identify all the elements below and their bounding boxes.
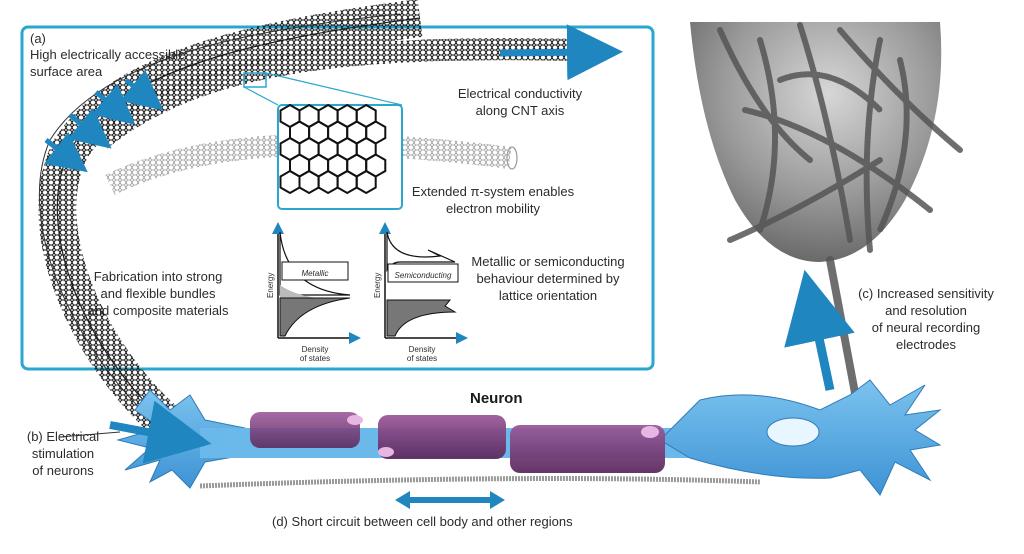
dos-metallic-band-label: Metallic	[301, 269, 329, 278]
electrode-cone	[690, 22, 942, 262]
myelin-sheath-2	[378, 415, 506, 459]
stimulation-arrow	[109, 400, 212, 464]
dos-metallic-plot	[272, 222, 361, 344]
dos-semi-band-label: Semiconducting	[394, 271, 452, 280]
conductivity-arrow	[499, 24, 623, 81]
short-circuit-arrow	[395, 491, 505, 509]
dos-metallic-y-label: Energy	[266, 272, 275, 298]
graphene-lattice	[279, 103, 387, 195]
dos-semiconducting-plot	[379, 222, 468, 344]
hexagon-cell	[355, 169, 377, 195]
cnt-light-end	[506, 146, 518, 170]
recording-arrow	[784, 269, 855, 391]
short-circuit-cnt	[199, 476, 761, 489]
dos-semi-y-label: Energy	[373, 272, 382, 298]
myelin-sheath-3	[510, 425, 665, 473]
zoom-marker	[243, 72, 267, 88]
myelin-sheath-1	[250, 412, 360, 448]
surface-area-arrows	[43, 69, 164, 173]
short-circuit-label: (d) Short circuit between cell body and …	[272, 514, 573, 529]
neuron-title: Neuron	[470, 390, 523, 407]
panel-a-tag: (a)	[30, 31, 46, 46]
nucleus	[766, 417, 820, 447]
cnt-light-tube	[105, 133, 512, 195]
